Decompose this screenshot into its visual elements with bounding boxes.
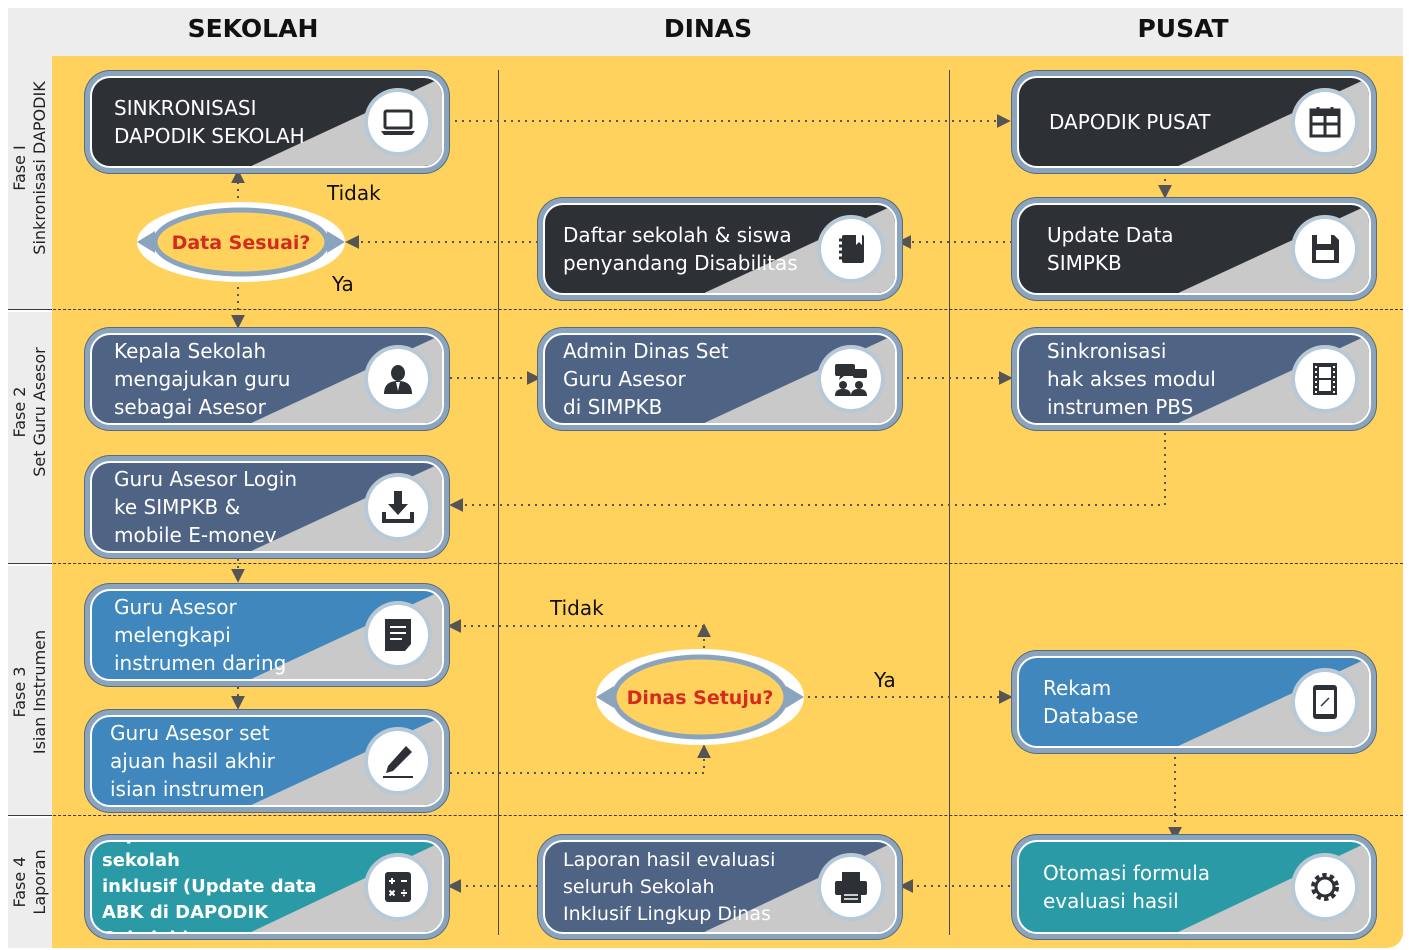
decision-data-sesuai-text: Data Sesuai? [172, 232, 311, 254]
lane-divider [949, 70, 950, 935]
phase-divider [8, 309, 1403, 310]
node-dapodik-pusat: DAPODIK PUSAT [1017, 76, 1371, 168]
lane-divider [498, 70, 499, 935]
branch-label-tidak: Tidak [550, 596, 604, 620]
calendar-icon [1295, 92, 1355, 152]
download-icon [368, 477, 428, 537]
calculator-icon [368, 857, 428, 917]
phase-3-band [8, 566, 52, 816]
phase-1-band [8, 56, 52, 310]
lane-title-dinas: DINAS [663, 14, 753, 43]
printer-icon [821, 857, 881, 917]
decision-dinas-setuju: Dinas Setuju? [596, 649, 804, 745]
pen-icon [368, 731, 428, 791]
gear-icon [1295, 857, 1355, 917]
phase-divider [8, 563, 52, 564]
phase-divider [8, 815, 52, 816]
lane-title-sekolah: SEKOLAH [187, 14, 319, 43]
phase-divider [8, 563, 1403, 564]
tablet-icon [1295, 672, 1355, 732]
branch-label-ya: Ya [332, 272, 354, 296]
floppy-disk-icon [1295, 219, 1355, 279]
branch-label-ya: Ya [874, 668, 896, 692]
phase-divider [8, 815, 1403, 816]
phase-2-band [8, 312, 52, 564]
user-icon [368, 349, 428, 409]
discussion-icon [821, 349, 881, 409]
phase-divider [8, 309, 52, 310]
document-icon [368, 605, 428, 665]
laptop-icon [368, 92, 428, 152]
phase-4-band [8, 818, 52, 948]
film-strip-icon [1295, 349, 1355, 409]
decision-data-sesuai: Data Sesuai? [137, 202, 345, 282]
lane-title-pusat: PUSAT [1137, 14, 1229, 43]
notebook-icon [821, 219, 881, 279]
connector [449, 426, 1166, 512]
decision-dinas-setuju-text: Dinas Setuju? [627, 687, 774, 709]
branch-label-tidak: Tidak [327, 181, 381, 205]
connector [450, 744, 711, 774]
lane-header-bar [8, 8, 1403, 56]
